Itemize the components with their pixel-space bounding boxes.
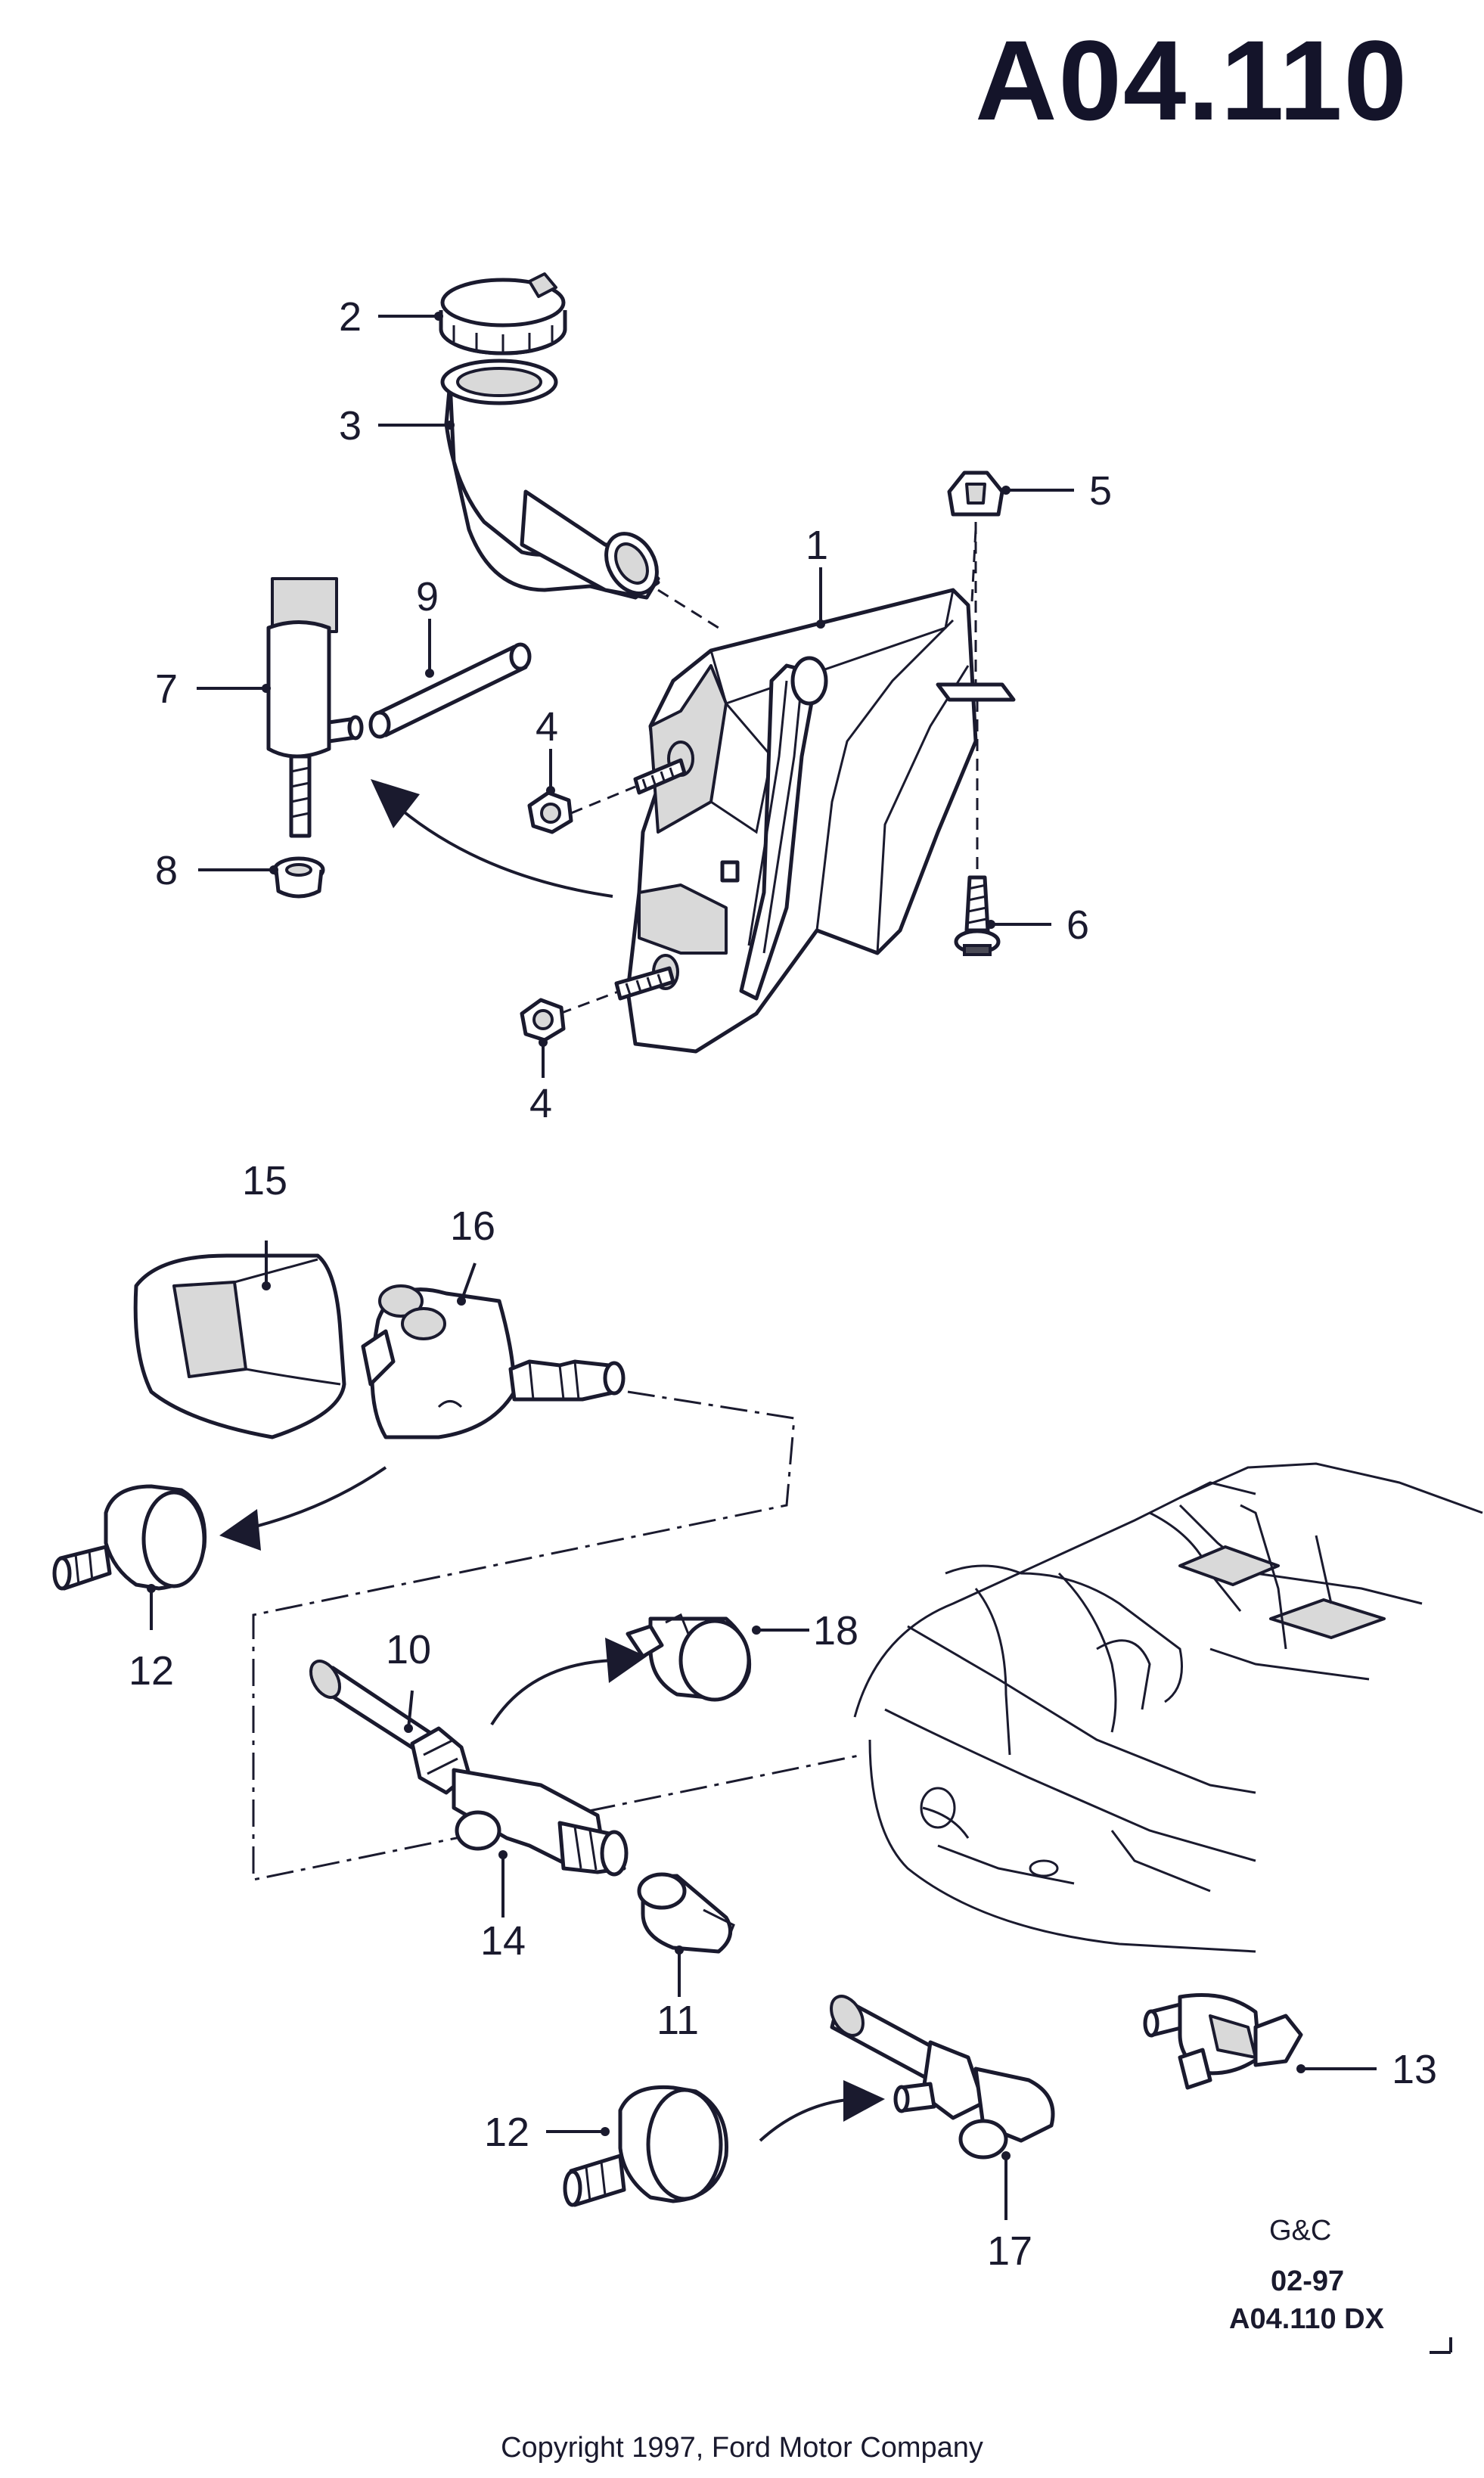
reservoir-tank-drawing [626, 529, 978, 1054]
callout-13: 13 [1392, 2047, 1438, 2092]
callout-5: 5 [1089, 468, 1113, 514]
nut-lower-drawing [520, 966, 675, 1042]
washer-cover-drawing [133, 1253, 346, 1439]
arrow-tank-to-pump [371, 779, 613, 898]
bolt-drawing [954, 700, 1001, 956]
callout-1: 1 [806, 523, 829, 568]
callout-16: 16 [450, 1203, 496, 1249]
hose-10-drawing [309, 1660, 471, 1795]
arrow-elbow-to-17 [759, 2080, 885, 2142]
elbow-lower-drawing [563, 2085, 728, 2207]
arrow-to-clip [490, 1638, 647, 1726]
filler-neck-drawing [440, 359, 719, 629]
callout-3: 3 [339, 403, 362, 449]
page-title: A04.110 [975, 17, 1408, 144]
callout-12-upper: 12 [129, 1648, 175, 1694]
leader-16-to-hose [252, 1390, 863, 1881]
filler-cap-drawing [439, 272, 567, 356]
callout-dots [147, 312, 1305, 2160]
vehicle-outline-drawing [853, 1462, 1483, 1953]
callout-12-lower: 12 [484, 2110, 530, 2155]
washer-jet-drawing [361, 1284, 626, 1439]
callout-4-upper: 4 [536, 704, 559, 750]
connector-13-drawing [1143, 1993, 1303, 2090]
sleeve-drawing [637, 1872, 735, 1954]
callout-6: 6 [1066, 902, 1090, 948]
pump-drawing [266, 577, 364, 838]
callout-10: 10 [386, 1627, 432, 1672]
publisher-mark: G&C [1269, 2215, 1332, 2247]
callout-9: 9 [416, 574, 439, 620]
callout-17: 17 [987, 2228, 1033, 2274]
callout-18: 18 [813, 1608, 859, 1654]
nut-upper-drawing [527, 758, 687, 834]
callout-11: 11 [657, 1998, 700, 2043]
elbow-upper-drawing [52, 1484, 207, 1591]
tee-piece-drawing [452, 1768, 629, 1877]
date-code: 02-97 [1271, 2265, 1345, 2297]
pump-hose-drawing [368, 642, 532, 739]
elbow-17-drawing [830, 1995, 1055, 2160]
clip-ring-drawing [626, 1613, 752, 1702]
callout-7: 7 [155, 666, 179, 712]
callout-4-lower: 4 [529, 1081, 553, 1126]
grommet-drawing [272, 856, 325, 899]
callout-15: 15 [242, 1158, 288, 1203]
arrow-jet-to-elbow [219, 1466, 387, 1551]
bracket-drawing [936, 682, 1016, 702]
reference-code: A04.110 DX [1229, 2303, 1384, 2335]
copyright-notice: Copyright 1997, Ford Motor Company [501, 2432, 983, 2464]
leader-lines [150, 315, 1452, 2354]
callout-2: 2 [339, 294, 362, 340]
callout-8: 8 [155, 848, 179, 893]
callout-14: 14 [480, 1918, 526, 1964]
